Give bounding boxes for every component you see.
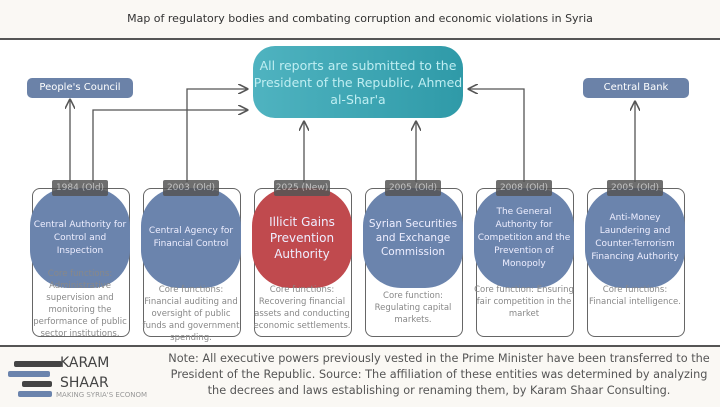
year-tag: 2003 (Old) xyxy=(163,180,219,196)
core-functions: Core functions: Financial auditing and o… xyxy=(142,285,240,343)
peoples-council-box: People's Council xyxy=(27,78,133,98)
page-title: Map of regulatory bodies and combating c… xyxy=(0,0,720,40)
body-card: Syrian Securities and Exchange Commissio… xyxy=(363,180,463,337)
year-tag: 2005 (Old) xyxy=(607,180,663,196)
logo-line2: SHAAR xyxy=(60,375,109,391)
core-functions: Core functions: Administrative supervisi… xyxy=(33,269,127,339)
body-card: The General Authority for Competition an… xyxy=(474,180,574,337)
core-functions: Core function: Ensuring fair competition… xyxy=(474,285,574,319)
year-tag: 2025 (New) xyxy=(274,180,330,196)
body-name: Illicit Gains Prevention Authority xyxy=(252,188,352,288)
year-tag: 1984 (Old) xyxy=(52,180,108,196)
karam-shaar-logo: KARAM SHAAR MAKING SYRIA'S ECONOM xyxy=(8,353,148,405)
core-functions: Core function: Regulating capital market… xyxy=(374,291,452,325)
body-card: Anti-Money Laundering and Counter-Terror… xyxy=(585,180,685,337)
body-card: Central Agency for Financial Control 200… xyxy=(141,180,241,343)
body-name: Central Agency for Financial Control xyxy=(141,188,241,288)
body-name: Central Authority for Control and Inspec… xyxy=(30,188,130,288)
connector-arrows xyxy=(0,0,720,182)
body-name: Anti-Money Laundering and Counter-Terror… xyxy=(585,188,685,288)
footer: KARAM SHAAR MAKING SYRIA'S ECONOM Note: … xyxy=(0,345,720,407)
president-box-text: All reports are submitted to the Preside… xyxy=(253,57,463,107)
body-card: Illicit Gains Prevention Authority 2025 … xyxy=(252,180,352,337)
body-name: Syrian Securities and Exchange Commissio… xyxy=(363,188,463,288)
year-tag: 2008 (Old) xyxy=(496,180,552,196)
core-functions: Core functions: Financial intelligence. xyxy=(589,285,681,307)
core-functions: Core functions: Recovering financial ass… xyxy=(253,285,351,331)
logo-tagline: MAKING SYRIA'S ECONOM xyxy=(56,391,148,399)
body-name: The General Authority for Competition an… xyxy=(474,188,574,288)
president-box: All reports are submitted to the Preside… xyxy=(253,46,463,118)
footer-note: Note: All executive powers previously ve… xyxy=(168,352,710,397)
body-card: Central Authority for Control and Inspec… xyxy=(30,180,130,339)
year-tag: 2005 (Old) xyxy=(385,180,441,196)
central-bank-box: Central Bank xyxy=(583,78,689,98)
logo-line1: KARAM xyxy=(60,355,110,371)
